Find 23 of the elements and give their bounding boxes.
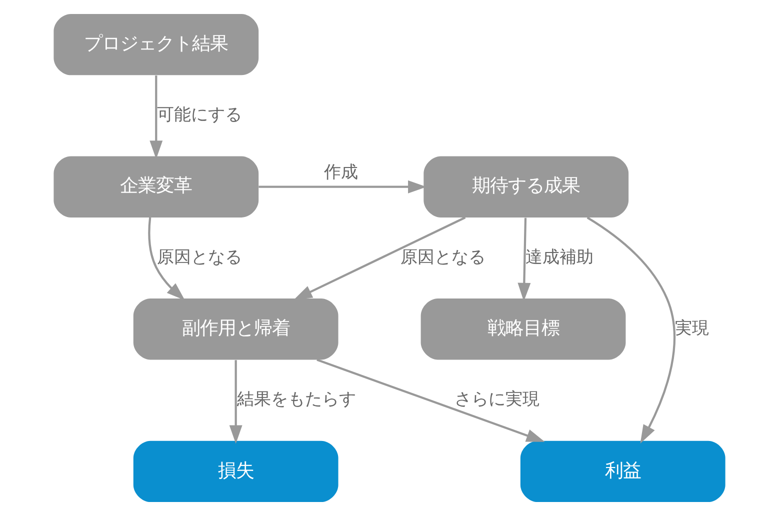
arrow — [518, 218, 531, 302]
arrow — [316, 358, 545, 442]
edge-label: 実現 — [674, 318, 709, 339]
edge-label: 原因となる — [400, 247, 486, 268]
node-box: 副作用と帰着 — [133, 298, 338, 360]
arrow — [150, 76, 163, 160]
arrow — [229, 360, 242, 444]
edge-label: 結果をもたらす — [236, 390, 356, 410]
arrow — [294, 216, 466, 300]
edge-label: 可能にする — [157, 105, 242, 126]
arrow — [586, 216, 676, 444]
edge-label: 原因となる — [157, 247, 242, 268]
node-box: 損失 — [133, 440, 338, 502]
node-box: 利益 — [520, 440, 726, 502]
edge-label: さらに実現 — [454, 390, 540, 410]
edge-label: 達成補助 — [526, 247, 594, 268]
edge-label: 作成 — [324, 162, 358, 183]
node-box: 企業変革 — [54, 156, 259, 218]
arrow — [258, 180, 427, 194]
node-box: プロジェクト結果 — [54, 14, 259, 76]
arrow — [148, 217, 185, 300]
node-box: 戦略目標 — [420, 298, 626, 360]
node-box: 期待する成果 — [424, 156, 629, 218]
